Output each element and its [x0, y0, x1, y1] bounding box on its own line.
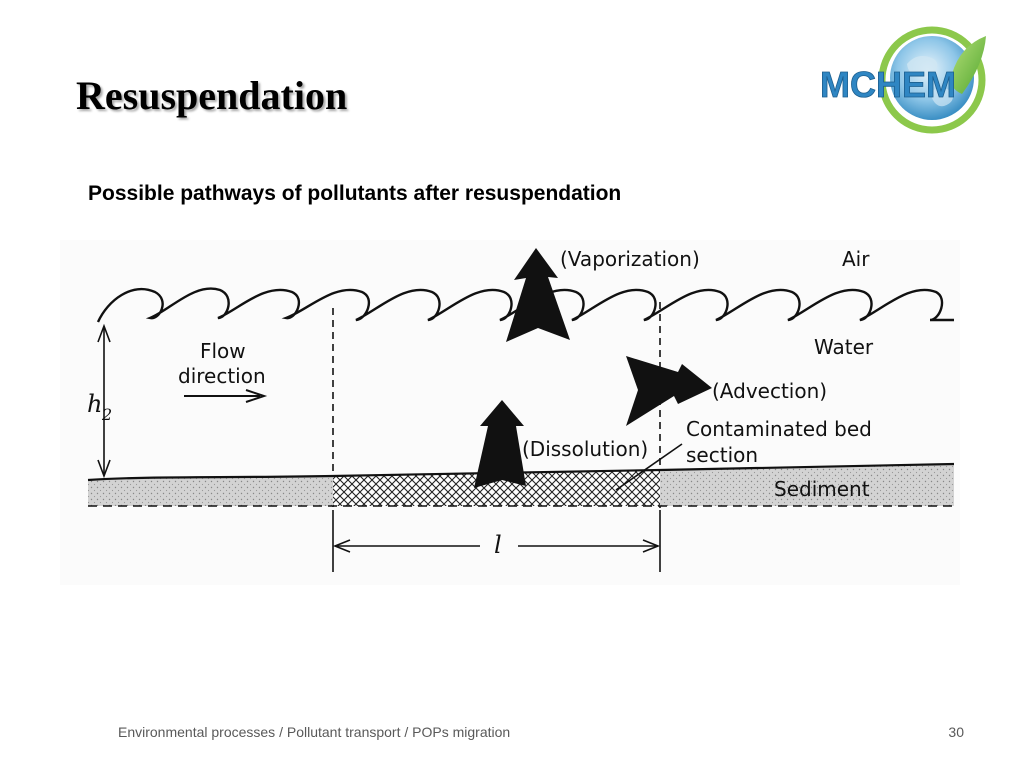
slide-subtitle: Possible pathways of pollutants after re… [88, 182, 622, 205]
slide-footer: Environmental processes / Pollutant tran… [118, 724, 511, 740]
dissolution-label: (Dissolution) [522, 437, 648, 461]
slide-title: Resuspendation [76, 73, 348, 118]
flow-label-line2: direction [178, 364, 266, 388]
depth-subscript: 2 [101, 405, 112, 424]
mchem-logo: MCHEM [812, 24, 1002, 136]
vaporization-label: (Vaporization) [560, 247, 700, 271]
contaminated-bed-section [333, 470, 660, 506]
advection-label: (Advection) [712, 379, 827, 403]
depth-symbol: h [87, 390, 102, 418]
vaporization-arrow-icon [506, 248, 570, 342]
globe-leaf-logo-icon: MCHEM [820, 26, 986, 134]
water-surface-waves [96, 287, 954, 323]
flow-direction-arrow-icon [245, 389, 268, 403]
contaminated-bed-leader-line [615, 443, 683, 491]
logo-globe [890, 36, 974, 120]
logo-leaf [951, 36, 986, 94]
depth-arrow-bottom-icon [97, 459, 111, 479]
sediment-label: Sediment [774, 477, 870, 501]
page-number: 30 [948, 724, 964, 740]
dissolution-arrow-icon [474, 400, 526, 488]
length-symbol: l [494, 531, 502, 559]
contaminated-bed-label-line2: section [686, 443, 758, 467]
contaminated-bed-label-line1: Contaminated bed [686, 417, 872, 441]
water-label: Water [814, 335, 874, 359]
sediment-layer-right [660, 464, 954, 506]
logo-ring [878, 26, 986, 134]
logo-text: MCHEM [820, 64, 956, 105]
depth-arrow-top-icon [97, 323, 111, 343]
length-arrow-left-icon [332, 539, 351, 553]
flow-label-line1: Flow [200, 339, 246, 363]
length-arrow-right-icon [642, 539, 661, 553]
resuspension-diagram: h 2 Flow direction (Vaporization) Air Wa… [60, 240, 960, 585]
sediment-layer-left [88, 476, 333, 506]
advection-arrow-icon [626, 356, 712, 426]
air-label: Air [842, 247, 870, 271]
